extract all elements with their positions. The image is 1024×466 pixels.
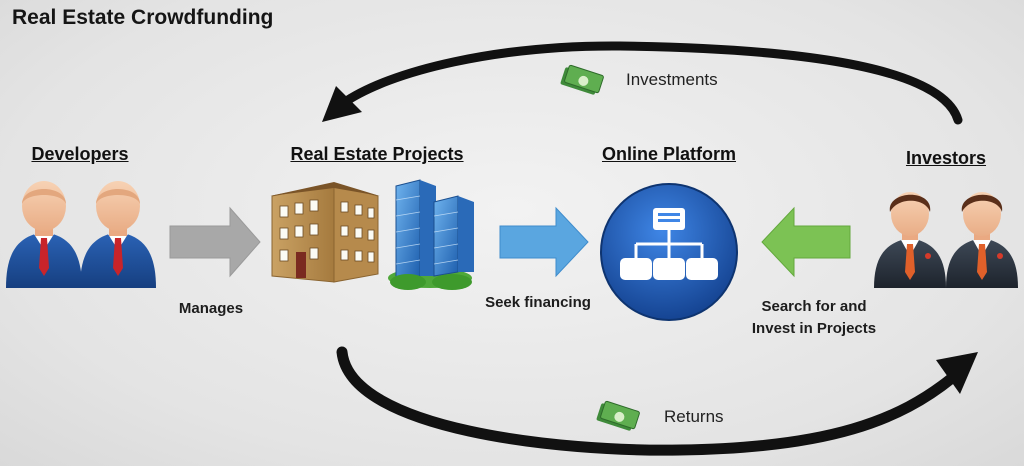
- manages-arrow: [169, 206, 261, 278]
- office-towers-icon: [388, 179, 474, 290]
- developer-person-2: [80, 181, 156, 288]
- heading-real-estate-projects: Real Estate Projects: [290, 144, 464, 164]
- investor-person-2: [946, 192, 1018, 288]
- diagram-title: Real Estate Crowdfunding: [12, 6, 274, 29]
- money-icon-returns: [596, 400, 640, 431]
- investor-person-1: [874, 192, 946, 288]
- apartment-building-icon: [270, 182, 380, 283]
- heading-online-platform: Online Platform: [601, 144, 737, 164]
- developer-person-1: [6, 181, 82, 288]
- label-search-invest-line1: Search for and: [761, 298, 867, 315]
- label-investments: Investments: [626, 70, 718, 89]
- label-seek-financing: Seek financing: [485, 294, 591, 311]
- label-manages: Manages: [178, 300, 244, 317]
- investments-flow-arrow: [322, 41, 963, 125]
- seek-financing-arrow: [499, 206, 589, 278]
- label-search-invest: Search for and Invest in Projects: [752, 296, 876, 340]
- money-icon-investments: [560, 64, 604, 95]
- label-search-invest-line2: Invest in Projects: [751, 320, 877, 337]
- returns-flow-arrow: [336, 346, 978, 456]
- heading-investors: Investors: [905, 148, 987, 168]
- heading-developers: Developers: [31, 144, 129, 164]
- label-returns: Returns: [664, 407, 724, 426]
- search-invest-arrow: [761, 206, 851, 278]
- online-platform-icon: [600, 183, 738, 321]
